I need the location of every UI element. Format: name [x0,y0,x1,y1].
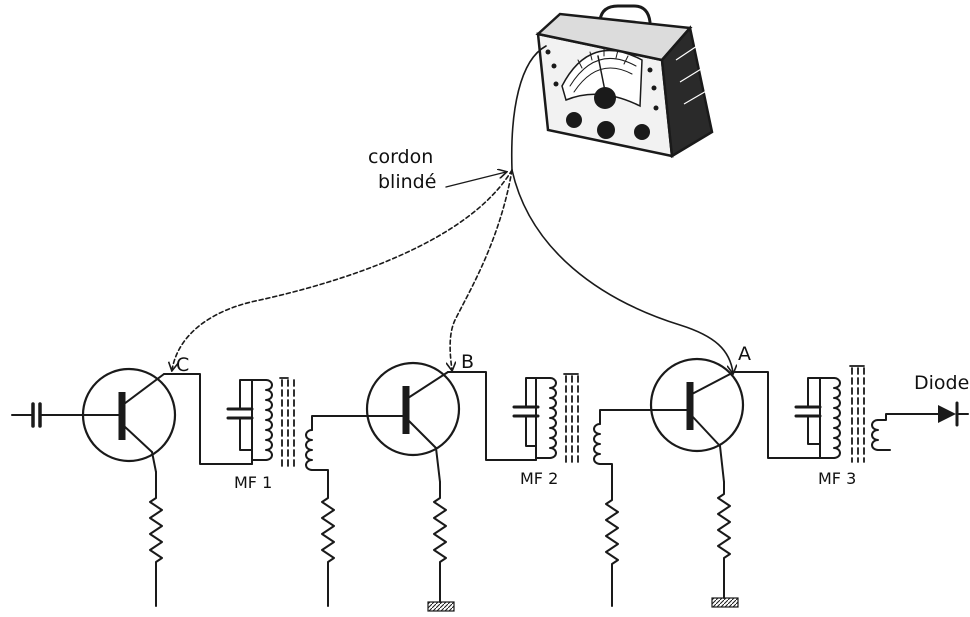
transistor-icon [81,367,177,473]
cable-label-line2: blindé [378,171,436,193]
if-transformer-mf2-icon [512,373,655,489]
cable-label-line1: cordon [368,146,433,168]
resistor-icon [717,481,731,599]
point-a-label: A [738,343,751,365]
input-capacitor-icon [11,402,85,428]
resistor-icon [605,487,619,607]
point-c-label: C [176,354,189,376]
if-transformer-mf3-icon [794,365,939,463]
ground-icon [427,601,455,612]
mf3-label: MF 3 [818,469,856,488]
resistor-icon [433,481,447,603]
diode-icon [938,401,969,427]
ground-icon [711,597,739,608]
diode-label: Diode [914,372,969,394]
signal-generator-icon [535,4,714,159]
mf2-label: MF 2 [520,469,558,488]
mf1-label: MF 1 [234,473,272,492]
shielded-cable [172,45,733,373]
resistor-icon [321,487,335,607]
transistor-icon [649,357,745,483]
resistor-icon [149,471,163,607]
point-b-label: B [461,351,474,373]
transistor-icon [365,361,461,483]
if-transformer-mf1-icon [226,377,373,489]
